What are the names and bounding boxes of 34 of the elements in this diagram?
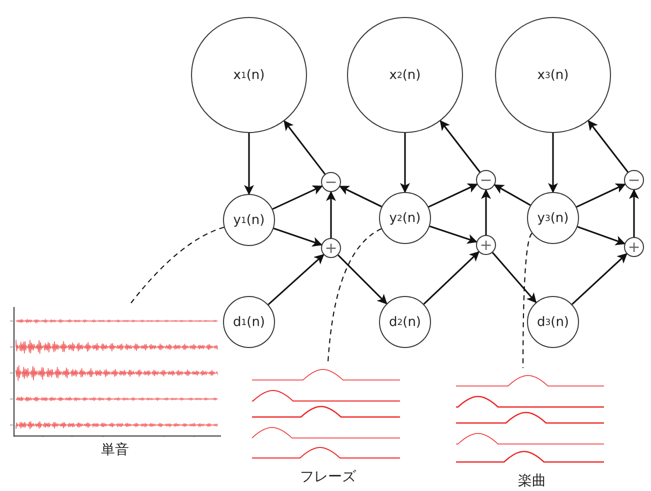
arrow: [273, 228, 322, 247]
arrow: [423, 251, 480, 305]
picture-label: 楽曲: [518, 472, 546, 490]
arrow: [272, 185, 323, 210]
arrow: [440, 120, 481, 173]
picture-label: 単音: [101, 441, 129, 459]
arrow: [588, 120, 629, 173]
arrow: [339, 186, 382, 208]
arrow: [492, 252, 537, 304]
arrow: [572, 253, 628, 305]
operator-circle: +: [321, 238, 341, 258]
arrow: [338, 254, 388, 304]
operator-circle: −: [624, 170, 644, 190]
arrow: [429, 225, 478, 244]
arrow: [548, 133, 558, 193]
dashed-connector: [130, 226, 224, 304]
arrow: [576, 184, 626, 208]
arrow: [268, 254, 324, 306]
operator-circle: +: [476, 235, 496, 255]
arrow: [244, 133, 254, 195]
arrow: [481, 189, 491, 235]
arrow: [428, 184, 478, 208]
picture-label: フレーズ: [300, 468, 356, 486]
arrow: [284, 120, 326, 175]
operator-circle: +: [624, 237, 644, 257]
arrow: [577, 226, 626, 246]
dashed-connector: [327, 228, 382, 362]
arrow: [326, 191, 336, 238]
dashed-connector: [522, 233, 532, 368]
operator-circle: −: [476, 170, 496, 190]
arrow: [400, 133, 410, 193]
operator-circle: −: [321, 172, 341, 192]
arrow: [629, 189, 639, 237]
arrow: [494, 184, 531, 206]
